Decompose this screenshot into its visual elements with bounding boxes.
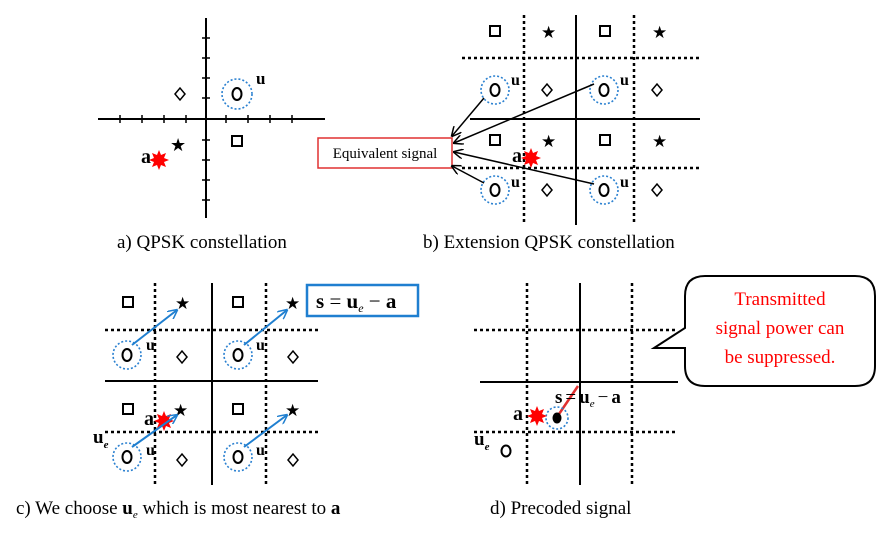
u-highlight-circle [480, 175, 510, 205]
square-symbol [232, 296, 244, 308]
dotted-grid [462, 15, 700, 225]
circle-symbol [231, 87, 243, 101]
u-label: u [511, 174, 520, 191]
received-signal-a [521, 148, 541, 168]
u-highlight-circle [223, 442, 253, 472]
dotted-grid [105, 283, 318, 485]
u-highlight-circle [112, 340, 142, 370]
panel-c-choose: ★ ★ u u ★ ★ a ue u u [16, 283, 420, 521]
square-symbol [489, 25, 501, 37]
a-label: a [513, 403, 523, 425]
u-label: u [256, 69, 265, 88]
circle-symbol [598, 183, 610, 197]
star-symbol: ★ [652, 132, 667, 152]
callout-line-3: be suppressed. [725, 347, 836, 368]
u-label: u [256, 337, 265, 354]
square-symbol [231, 135, 243, 147]
received-signal-a [527, 406, 547, 426]
blue-arrows-upper [131, 310, 287, 346]
panel-a-qpsk: u ★ a a) QPSK constellation [98, 18, 325, 253]
equivalent-signal-box [317, 137, 453, 169]
star-symbol: ★ [170, 135, 186, 156]
caption-b: b) Extension QPSK constellation [423, 232, 675, 253]
equation-s-ue-a: s = ue − a [316, 289, 397, 315]
callout-bubble [650, 275, 876, 387]
axis-ticks [119, 37, 293, 201]
u-highlight-circle [112, 442, 142, 472]
u-label: u [256, 442, 265, 459]
u-highlight-circle [221, 78, 253, 110]
diamond-symbol [287, 349, 299, 365]
u-label: u [511, 72, 520, 89]
circle-symbol [121, 450, 133, 464]
u-highlight-circle [589, 75, 619, 105]
u-label: u [620, 72, 629, 89]
star-symbol: ★ [285, 401, 300, 421]
caption-d: d) Precoded signal [490, 498, 631, 519]
circle-symbol [121, 348, 133, 362]
received-signal-a [149, 150, 169, 170]
square-symbol [599, 134, 611, 146]
diamond-symbol [651, 82, 663, 98]
equation-s-ue-a: s=ue−a [555, 387, 621, 410]
panel-b-extension: ★ ★ u u ★ ★ a u u Equivalent signal [317, 15, 700, 253]
dotted-grid [474, 283, 678, 485]
star-symbol: ★ [652, 23, 667, 43]
blue-arrows-lower [131, 415, 287, 448]
diamond-symbol [174, 86, 186, 102]
a-label: a [512, 145, 522, 167]
square-symbol [232, 403, 244, 415]
square-symbol [122, 403, 134, 415]
u-highlight-circle [589, 175, 619, 205]
equation-box [305, 283, 420, 318]
diamond-symbol [541, 82, 553, 98]
diamond-symbol [176, 349, 188, 365]
diamond-symbol [176, 452, 188, 468]
diamond-symbol [651, 182, 663, 198]
caption-a: a) QPSK constellation [117, 232, 287, 253]
square-symbol [122, 296, 134, 308]
callout-line-2: signal power can [716, 318, 845, 339]
callout-line-1: Transmitted [734, 289, 826, 310]
circle-symbol [232, 450, 244, 464]
equivalent-signal-label: Equivalent signal [333, 146, 438, 162]
ue-label: ue [93, 427, 109, 451]
panel-d-precoded: a s=ue−a ue Transmitted signal power can… [474, 275, 876, 519]
a-label: a [141, 146, 151, 168]
u-label: u [146, 442, 155, 459]
star-symbol: ★ [541, 23, 556, 43]
square-symbol [599, 25, 611, 37]
precoded-highlight-circle [545, 406, 569, 430]
precoded-signal-dot [552, 412, 562, 424]
precoded-vector [555, 385, 580, 418]
circle-symbol [232, 348, 244, 362]
u-highlight-circle [223, 340, 253, 370]
equivalent-arrows [452, 83, 595, 185]
u-highlight-circle [480, 75, 510, 105]
circle-symbol [500, 444, 512, 458]
circle-symbol [598, 83, 610, 97]
diamond-symbol [541, 182, 553, 198]
diamond-symbol [287, 452, 299, 468]
a-label: a [144, 408, 154, 430]
circle-symbol [489, 183, 501, 197]
ue-label: ue [474, 429, 490, 453]
circle-symbol [489, 83, 501, 97]
star-symbol: ★ [173, 401, 188, 421]
u-label: u [146, 337, 155, 354]
caption-c: c) We choose ue which is most nearest to… [16, 498, 341, 521]
star-symbol: ★ [541, 132, 556, 152]
u-label: u [620, 174, 629, 191]
square-symbol [489, 134, 501, 146]
